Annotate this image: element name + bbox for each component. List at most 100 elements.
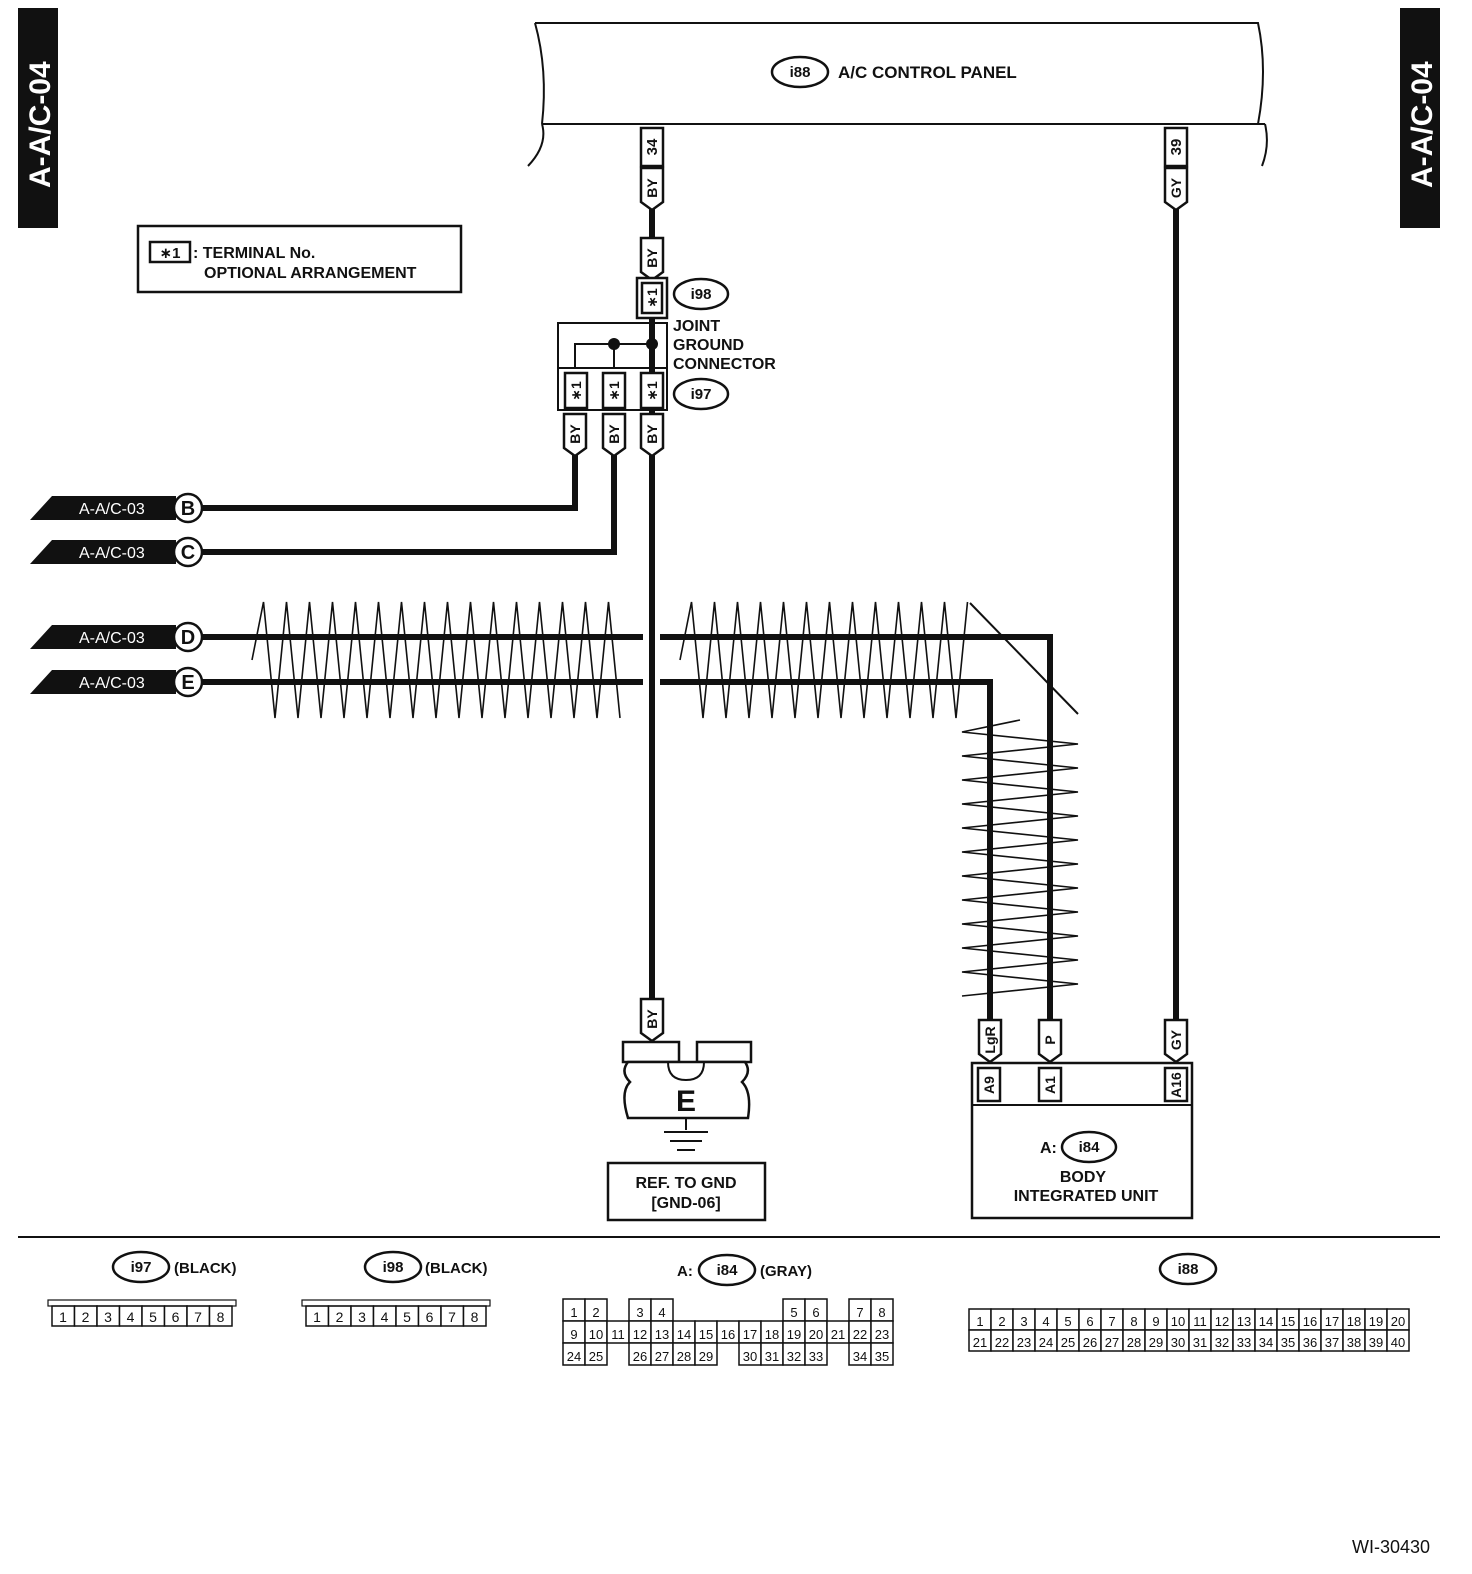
i84-pin-21: 21 — [831, 1327, 845, 1342]
i88-pin-9: 9 — [1152, 1314, 1159, 1329]
i98-pin-4: 4 — [381, 1309, 389, 1325]
i88-pin-33: 33 — [1237, 1335, 1251, 1350]
i88-pin-10: 10 — [1171, 1314, 1185, 1329]
joint-pin-2: ∗1 — [606, 381, 622, 401]
i97-pin-1: 1 — [59, 1309, 67, 1325]
i98-pin-8: 8 — [471, 1309, 479, 1325]
i88-pin-6: 6 — [1086, 1314, 1093, 1329]
joint-id-top: i98 — [691, 286, 712, 303]
offpage-ref-d: A-A/C-03 — [79, 630, 145, 647]
i88-id: i88 — [1178, 1261, 1199, 1278]
i98-pin-7: 7 — [448, 1309, 456, 1325]
i84-pin-7: 7 — [856, 1305, 863, 1320]
wire-label-by-1: BY — [639, 166, 665, 212]
i88-pin-14: 14 — [1259, 1314, 1273, 1329]
body-integrated-unit: A9 A1 A16 A: i84 BODY INTEGRATED UNIT — [970, 1061, 1194, 1220]
i84-pin-1: 1 — [570, 1305, 577, 1320]
ac-control-panel: i88 A/C CONTROL PANEL 34 39 — [527, 22, 1268, 168]
legend-line2: OPTIONAL ARRANGEMENT — [204, 265, 417, 282]
page-code-right: A-A/C-04 — [1406, 61, 1439, 188]
i84-pin-20: 20 — [809, 1327, 823, 1342]
i88-pin-27: 27 — [1105, 1335, 1119, 1350]
wire-label-by-3-text: BY — [567, 424, 583, 444]
i88-pin-24: 24 — [1039, 1335, 1053, 1350]
ac-pin-39: 39 — [1168, 139, 1185, 156]
i88-pin-15: 15 — [1281, 1314, 1295, 1329]
i84-pin-5: 5 — [790, 1305, 797, 1320]
ground-ref-line1: REF. TO GND — [635, 1175, 736, 1192]
i84-pin-2: 2 — [592, 1305, 599, 1320]
offpage-connector-e: A-A/C-03 E — [30, 666, 204, 698]
i88-pin-20: 20 — [1391, 1314, 1405, 1329]
ac-panel-name: A/C CONTROL PANEL — [838, 63, 1017, 82]
i88-pin-12: 12 — [1215, 1314, 1229, 1329]
joint-pin-3: ∗1 — [644, 381, 660, 401]
joint-ground-connector: ∗1 i98 JOINT GROUND CONNECTOR ∗1 ∗1 ∗1 i… — [557, 276, 776, 411]
legend-line1: : TERMINAL No. — [193, 245, 315, 262]
i88-pin-11: 11 — [1193, 1314, 1207, 1329]
offpage-ref-b: A-A/C-03 — [79, 501, 145, 518]
i88-pin-25: 25 — [1061, 1335, 1075, 1350]
i84-pin-25: 25 — [589, 1349, 603, 1364]
i88-pin-26: 26 — [1083, 1335, 1097, 1350]
i98-color: (BLACK) — [425, 1260, 487, 1277]
figure-id: WI-30430 — [1352, 1537, 1430, 1557]
joint-id-bottom: i97 — [691, 386, 712, 403]
i84-pin-12: 12 — [633, 1327, 647, 1342]
wire-label-lgr-text: LgR — [982, 1026, 998, 1053]
i88-pin-37: 37 — [1325, 1335, 1339, 1350]
i88-pin-30: 30 — [1171, 1335, 1185, 1350]
i98-pin-5: 5 — [403, 1309, 411, 1325]
offpage-letter-e: E — [181, 672, 194, 694]
ac-pin-34: 34 — [644, 138, 661, 155]
i84-pin-18: 18 — [765, 1327, 779, 1342]
i88-pin-38: 38 — [1347, 1335, 1361, 1350]
i84-pin-23: 23 — [875, 1327, 889, 1342]
offpage-letter-b: B — [181, 498, 195, 520]
body-unit-name2: INTEGRATED UNIT — [1014, 1188, 1159, 1205]
i84-pin-24: 24 — [567, 1349, 581, 1364]
i84-pin-17: 17 — [743, 1327, 757, 1342]
ground-terminal: E REF. TO GND [GND-06] — [606, 1040, 767, 1222]
i88-pin-36: 36 — [1303, 1335, 1317, 1350]
i97-pin-4: 4 — [127, 1309, 135, 1325]
i88-pin-4: 4 — [1042, 1314, 1049, 1329]
i98-id: i98 — [383, 1259, 404, 1276]
i88-pin-3: 3 — [1020, 1314, 1027, 1329]
i88-pin-34: 34 — [1259, 1335, 1273, 1350]
i97-pin-2: 2 — [82, 1309, 90, 1325]
i97-pin-8: 8 — [217, 1309, 225, 1325]
offpage-connector-b: A-A/C-03 B — [30, 492, 204, 524]
body-pin-a16: A16 — [1168, 1072, 1184, 1098]
i84-pin-14: 14 — [677, 1327, 691, 1342]
body-pin-a9: A9 — [981, 1076, 997, 1094]
i84-pin-22: 22 — [853, 1327, 867, 1342]
i97-pin-6: 6 — [172, 1309, 180, 1325]
i98-pin-2: 2 — [336, 1309, 344, 1325]
legend-box: ∗1 : TERMINAL No. OPTIONAL ARRANGEMENT — [136, 224, 463, 294]
wire-label-gy-2: GY — [1163, 1018, 1189, 1064]
wire-label-lgr: LgR — [977, 1018, 1003, 1064]
twisted-pair-shield — [251, 601, 1079, 997]
wire-label-by-3: BY — [562, 412, 588, 458]
i84-pin-26: 26 — [633, 1349, 647, 1364]
i84-pin-19: 19 — [787, 1327, 801, 1342]
i88-pin-8: 8 — [1130, 1314, 1137, 1329]
body-unit-prefix: A: — [1040, 1140, 1057, 1157]
i84-color: (GRAY) — [760, 1263, 812, 1280]
wire-label-p: P — [1037, 1018, 1063, 1064]
i97-id: i97 — [131, 1259, 152, 1276]
offpage-ref-e: A-A/C-03 — [79, 675, 145, 692]
i88-pin-19: 19 — [1369, 1314, 1383, 1329]
wire-label-by-6: BY — [639, 997, 665, 1043]
offpage-letter-c: C — [181, 542, 195, 564]
i88-pin-39: 39 — [1369, 1335, 1383, 1350]
i88-pin-22: 22 — [995, 1335, 1009, 1350]
legend-symbol: ∗1 — [160, 245, 181, 262]
i88-pin-13: 13 — [1237, 1314, 1251, 1329]
i97-pin-3: 3 — [104, 1309, 112, 1325]
